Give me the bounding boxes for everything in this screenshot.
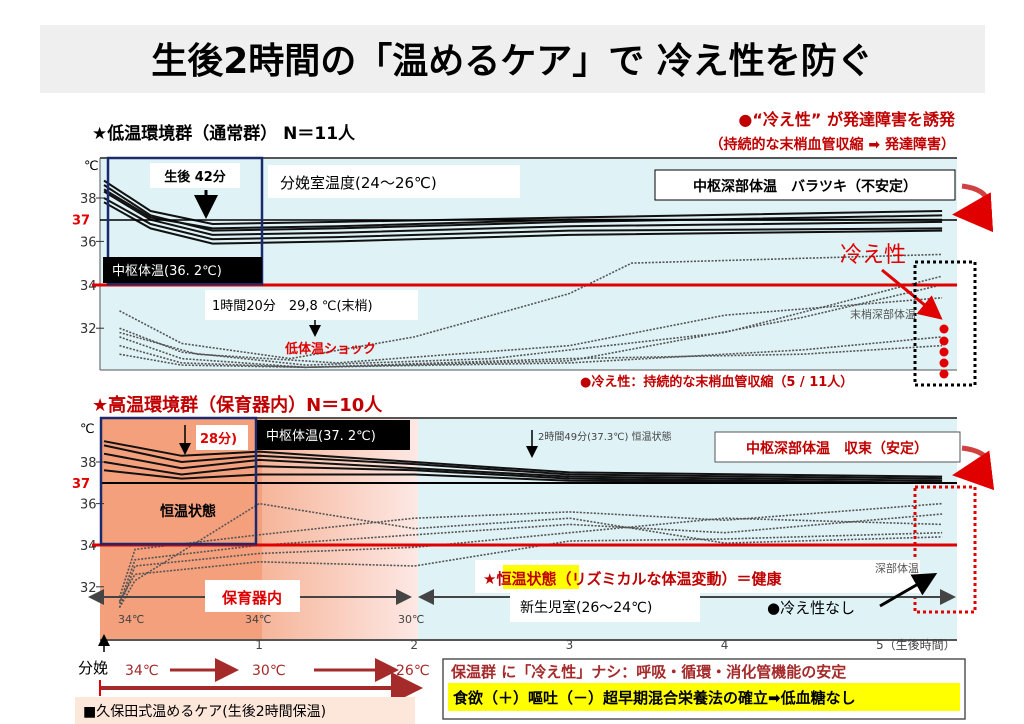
curved-arrow-icon <box>952 183 994 233</box>
arrow-icon <box>881 268 943 320</box>
x-tick-label: 1 <box>255 638 263 652</box>
note-249: 2時間49分(37.3℃) 恒温状態 <box>538 430 672 443</box>
core-unstable-box <box>654 169 956 201</box>
temp-label: 34℃ <box>245 613 271 626</box>
cold-dot <box>939 324 949 334</box>
bottom-heading: ★高温環境群（保育器内）N＝10人 <box>92 394 383 416</box>
y-tick-label: 37 <box>72 477 90 492</box>
y-tick-label: 34 <box>80 539 97 554</box>
top-y-ticks: 38 37 36 34 32 <box>72 192 104 337</box>
peripheral-note: 1時間20分 29,8 ℃(末梢) <box>212 299 373 314</box>
bottom-y-ticks: 38 37 36 34 32 <box>72 456 104 596</box>
x-tick-label: 5（生後時間） <box>876 638 956 652</box>
shock-label: 低体温ショック <box>284 341 376 357</box>
timeline-temp: 26℃ <box>396 663 430 679</box>
method-label: ■久保田式温めるケア(生後2時間保温) <box>83 704 326 720</box>
timeline-temp: 34℃ <box>125 663 159 679</box>
conclusion-line1: 保温群 に「冷え性」ナシ：呼吸・循環・消化管機能の安定 <box>450 663 846 681</box>
y-tick-label: 38 <box>80 192 97 207</box>
core-stable-box <box>714 431 961 463</box>
arrow-icon <box>879 573 938 608</box>
series-core-line <box>103 190 943 236</box>
series-peripheral-line <box>119 336 943 369</box>
incubator-label: 保育器内 <box>221 589 282 607</box>
series-peripheral-line <box>119 297 943 364</box>
after-42-label: 生後 42分 <box>164 169 226 185</box>
core-unstable-label: 中枢深部体温 バラツキ（不安定） <box>693 178 917 195</box>
page-title: 生後2時間の「温めるケア」で 冷え性を防ぐ <box>151 41 873 82</box>
x-axis-labels: 1 2 3 4 5（生後時間） <box>255 638 955 652</box>
birth-label: 分娩 <box>78 659 108 677</box>
core-temp-label: 中枢体温(36. 2℃) <box>112 264 222 279</box>
steady-label: 恒温状態 <box>160 503 216 520</box>
healthy-highlight: 恒温状態 <box>496 570 556 588</box>
series-peripheral-line <box>118 502 943 608</box>
cold-dot <box>939 369 949 379</box>
early-period-box <box>106 156 264 286</box>
curved-arrow-icon <box>952 445 995 491</box>
cold-dot <box>939 347 949 357</box>
warning-detail: （持続的な末梢血管収縮 ➡ 発達障害） <box>710 136 955 153</box>
series-peripheral-line <box>118 513 943 604</box>
x-tick-label: 4 <box>721 638 729 652</box>
series-core-line <box>103 444 943 480</box>
series-core-line <box>103 179 943 226</box>
warning-title: ●“冷え性” が発達障害を誘発 <box>738 110 956 129</box>
series-core-line <box>103 469 943 484</box>
y-tick-label: 38 <box>80 456 97 471</box>
healthy-rest: （リズミカルな体温変動）＝健康 <box>556 570 782 588</box>
min28-label: 28分) <box>200 431 237 447</box>
conclusion-line2: 食欲（＋）嘔吐（－）超早期混合栄養法の確立➡低血糖なし <box>453 689 856 707</box>
cold-label: 冷え性 <box>840 243 906 268</box>
top-traces <box>103 179 943 369</box>
peripheral-label: 深部体温 <box>875 561 919 575</box>
label-box <box>150 163 240 188</box>
bottom-traces <box>103 440 943 608</box>
core-stable-label: 中枢深部体温 収束（安定） <box>746 440 928 457</box>
nursery-label: 新生児室(26〜24℃) <box>520 599 652 616</box>
y-tick-label: 32 <box>80 322 97 337</box>
timeline-temp: 30℃ <box>252 663 286 679</box>
star-icon: ★ <box>483 570 496 588</box>
no-cold-dotted-box <box>913 485 977 614</box>
series-core-line <box>103 461 943 484</box>
y-tick-label: 32 <box>80 581 97 596</box>
series-core-line <box>103 201 943 245</box>
series-peripheral-line <box>119 344 943 369</box>
series-peripheral-line <box>118 531 943 602</box>
no-cold-label: ●冷え性なし <box>767 599 855 617</box>
temp-label: 30℃ <box>398 613 424 626</box>
y-tick-label: 36 <box>80 235 97 250</box>
cold-count: ●冷え性：持続的な末梢血管収縮（5 / 11人） <box>580 374 853 390</box>
cold-dot <box>939 358 949 368</box>
room-temp-label: 分娩室温度(24〜26℃) <box>280 174 437 192</box>
series-peripheral-line <box>118 502 943 598</box>
y-tick-label: 36 <box>80 498 97 513</box>
top-heading: ★低温環境群（通常群） N＝11人 <box>92 123 356 144</box>
x-tick-label: 3 <box>566 638 574 652</box>
title-bar <box>40 25 985 93</box>
core-temp-label: 中枢体温(37. 2℃) <box>266 429 376 444</box>
cold-dots <box>939 324 949 379</box>
temp-label: 34℃ <box>118 613 144 626</box>
cold-dotted-box <box>913 260 977 387</box>
svg-text:★恒温状態（リズミカルな体温変動）＝健康: ★恒温状態（リズミカルな体温変動）＝健康 <box>483 570 782 588</box>
y-tick-label: 34 <box>80 279 97 294</box>
series-core-line <box>103 440 943 478</box>
series-peripheral-line <box>119 275 943 366</box>
x-tick-label: 2 <box>410 638 418 652</box>
series-peripheral-line <box>119 253 943 360</box>
bottom-unit: ℃ <box>80 422 95 437</box>
top-unit: ℃ <box>84 159 99 174</box>
peripheral-label: 末梢深部体温 <box>850 307 916 321</box>
series-core-line <box>103 184 943 232</box>
y-tick-label: 37 <box>72 214 90 229</box>
cold-dot <box>939 336 949 346</box>
series-core-line <box>103 452 943 482</box>
series-peripheral-line <box>119 284 943 369</box>
